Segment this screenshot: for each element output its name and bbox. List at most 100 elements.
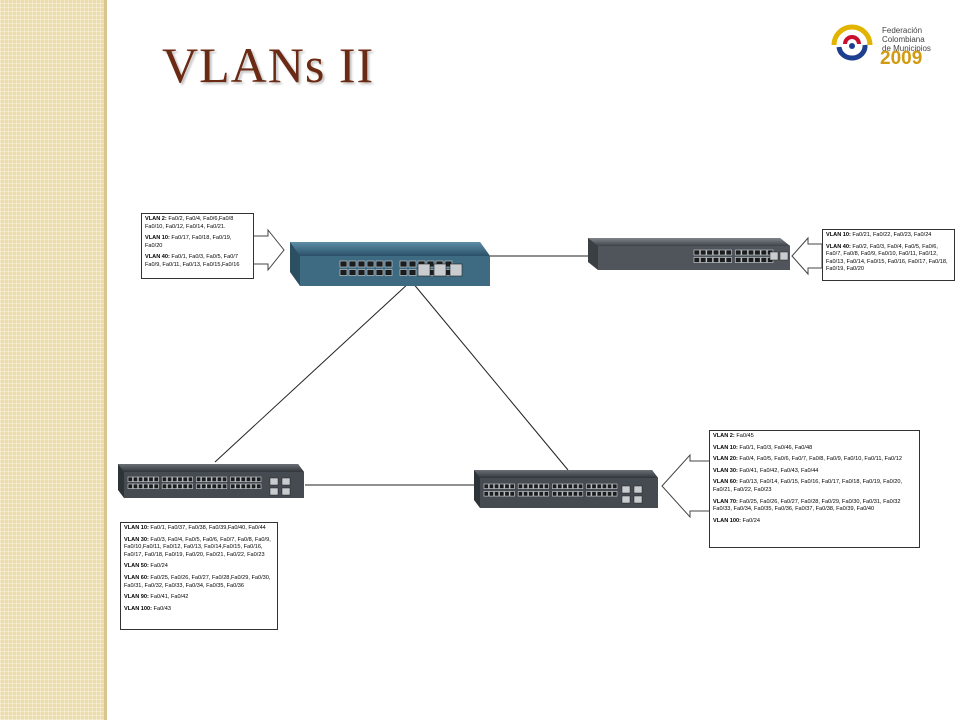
switch-port [612,483,618,489]
vlan-entry: VLAN 60: Fa0/13, Fa0/14, Fa0/15, Fa0/16,… [713,479,916,494]
vlan-ports: Fa0/1, Fa0/3, Fa0/5, Fa0/7 Fa0/9, Fa0/11… [145,254,240,268]
switch-port [143,483,149,489]
switch-port [735,249,742,256]
vlan-ports: Fa0/24 [740,517,760,524]
vlan-id: VLAN 10: [826,232,851,238]
switch-port [572,491,578,497]
vlan-id: VLAN 100: [713,517,741,524]
switch-port [760,249,767,256]
arrow-bottom-right [661,453,711,519]
switch-ports [483,483,618,497]
switch-port [399,260,408,268]
switch-port [348,260,357,268]
vlan-ports: Fa0/43 [151,605,171,612]
switch-port [543,483,549,489]
switch-bottom-left [118,464,304,498]
switch-port [251,476,257,482]
switch-port [384,269,393,276]
switch-port [240,483,246,489]
vlan-box-top-right: VLAN 10: Fa0/21, Fa0/22, Fa0/23, Fa0/24 … [822,229,955,281]
switch-port [523,483,529,489]
switch-port [552,491,558,497]
switch-port [138,483,144,489]
switch-port [256,483,262,489]
switch-port [348,269,357,276]
vlan-ports: Fa0/41, Fa0/42 [148,594,189,601]
switch-port [245,476,251,482]
switch-port [607,483,613,489]
vlan-id: VLAN 30: [124,536,149,543]
switch-port [562,491,568,497]
switch-port [494,483,500,489]
side-strip-border [104,0,107,720]
switch-port [357,260,366,268]
switch-port [591,491,597,497]
switch-port [533,483,539,489]
switch-port [138,476,144,482]
vlan-ports: Fa0/13, Fa0/14, Fa0/15, Fa0/16, Fa0/17, … [713,479,903,493]
switch-port [712,249,720,256]
vlan-id: VLAN 50: [124,563,149,570]
switch-port [494,491,500,497]
switch-port [483,483,489,489]
switch-port [557,491,563,497]
switch-port [172,476,178,482]
switch-ports [127,476,262,489]
switch-port [357,269,366,276]
switch-port [567,483,573,489]
switch-port [509,491,515,497]
link-top-left-bottom-right [411,281,569,471]
switch-port [256,476,262,482]
switch-port [375,269,384,276]
switch-port [528,483,534,489]
switch-port [240,476,246,482]
switch-port [408,260,417,268]
switch-port [251,483,257,489]
switch-port [366,260,375,268]
switch-port [591,483,597,489]
switch-port [499,491,505,497]
switch-port [543,491,549,497]
switch-port [528,491,534,497]
vlan-entry: VLAN 70: Fa0/25, Fa0/26, Fa0/27, Fa0/28,… [713,499,916,514]
vlan-entry: VLAN 30: Fa0/3, Fa0/4, Fa0/5, Fa0/6, Fa0… [124,537,274,560]
switch-port [517,483,523,489]
vlan-id: VLAN 10: [713,444,738,451]
vlan-id: VLAN 70: [713,498,738,505]
switch-top-right [588,238,790,270]
switch-port [182,483,188,489]
vlan-id: VLAN 2: [713,433,735,439]
federation-logo: Federación Colombiana de Municipios 2009 [828,22,940,70]
switch-bottom-right [474,470,658,508]
switch-port [706,257,713,263]
vlan-ports: Fa0/2, Fa0/3, Fa0/4, Fa0/5, Fa0/6, Fa0/7… [826,243,948,273]
vlan-id: VLAN 40: [826,243,851,250]
switch-port [399,269,408,276]
vlan-entry: VLAN 60: Fa0/25, Fa0/26, Fa0/27, Fa0/28,… [124,575,274,590]
vlan-ports: Fa0/1, Fa0/37, Fa0/38, Fa0/39,Fa0/40, Fa… [148,525,266,531]
switch-port [153,483,159,489]
switch-port [601,483,607,489]
switch-port [760,257,767,263]
switch-port [741,257,748,263]
vlan-entry: VLAN 10: Fa0/1, Fa0/3, Fa0/46, Fa0/48 [713,445,916,453]
switch-port [339,260,348,268]
switch-port [725,249,732,256]
switch-port [601,491,607,497]
vlan-id: VLAN 30: [713,467,738,474]
switch-port [161,476,167,482]
vlan-entry: VLAN 90: Fa0/41, Fa0/42 [124,594,274,602]
vlan-id: VLAN 20: [713,456,738,463]
switch-port [712,257,720,263]
switch-port [187,483,193,489]
switch-port [201,483,207,489]
switch-port [196,476,202,482]
switch-port [222,483,228,489]
switch-port [235,476,241,482]
switch-port [578,483,584,489]
switch-port [148,483,154,489]
vlan-entry: VLAN 40: Fa0/2, Fa0/3, Fa0/4, Fa0/5, Fa0… [826,244,951,274]
switch-port [187,476,193,482]
vlan-ports: Fa0/41, Fa0/42, Fa0/43, Fa0/44 [737,467,819,474]
